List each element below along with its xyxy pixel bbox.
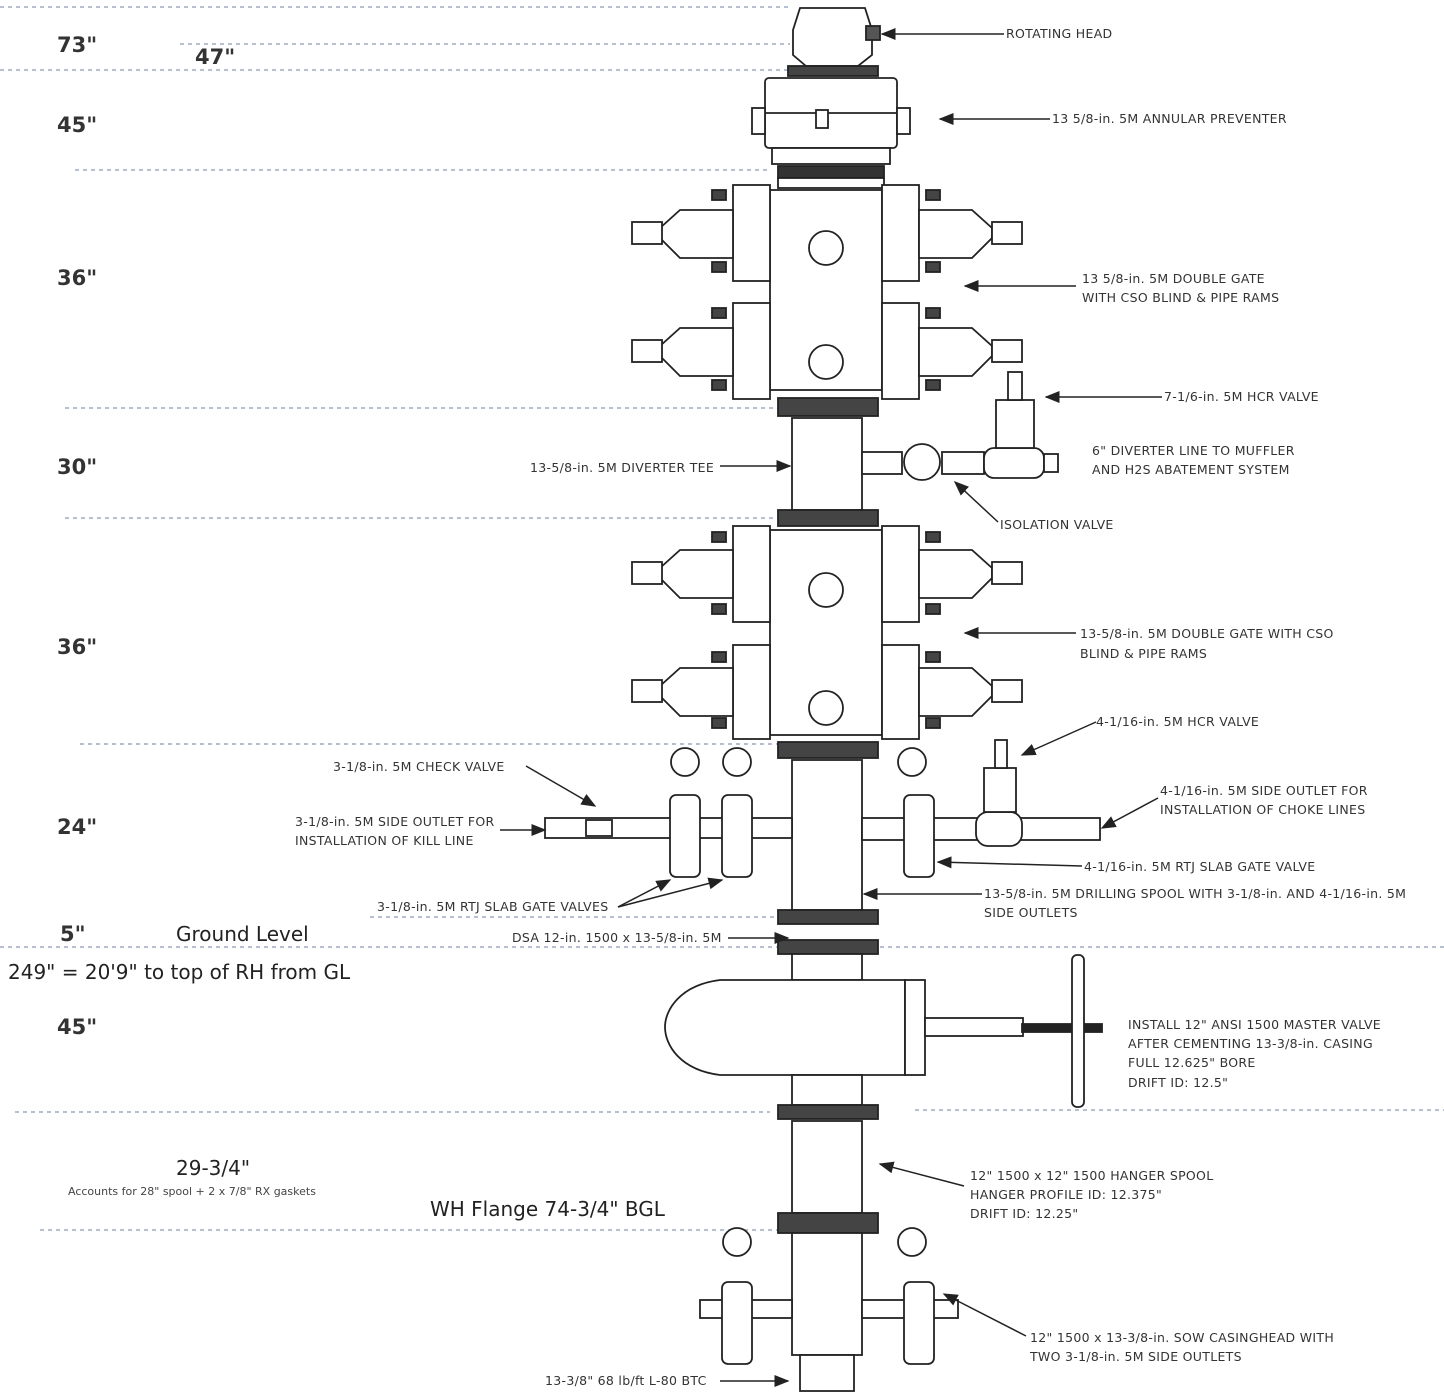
label-drilling-spool-1: 13-5/8-in. 5M DRILLING SPOOL WITH 3-1/8-… xyxy=(984,886,1406,901)
dim-36-lower: 36" xyxy=(57,635,97,659)
dim-24: 24" xyxy=(57,815,97,839)
rotating-head-body xyxy=(792,7,873,67)
label-annular-preventer: 13 5/8-in. 5M ANNULAR PREVENTER xyxy=(1052,111,1287,126)
bop-stack-drawing xyxy=(544,7,1103,1392)
label-double-gate-upper-1: 13 5/8-in. 5M DOUBLE GATE xyxy=(1082,271,1265,286)
label-kill-line-2: INSTALLATION OF KILL LINE xyxy=(295,833,474,848)
label-hcr-4: 4-1/16-in. 5M HCR VALVE xyxy=(1096,714,1259,729)
label-master-valve-1: INSTALL 12" ANSI 1500 MASTER VALVE xyxy=(1128,1017,1381,1032)
label-hanger-spool-2: HANGER PROFILE ID: 12.375" xyxy=(970,1187,1162,1202)
label-rtj-4: 4-1/16-in. 5M RTJ SLAB GATE VALVE xyxy=(1084,859,1315,874)
label-master-valve-4: DRIFT ID: 12.5" xyxy=(1128,1075,1228,1090)
label-rotating-head: ROTATING HEAD xyxy=(1006,26,1112,41)
label-isolation-valve: ISOLATION VALVE xyxy=(1000,517,1114,532)
label-choke-line-1: 4-1/16-in. 5M SIDE OUTLET FOR xyxy=(1160,783,1368,798)
label-double-gate-lower-1: 13-5/8-in. 5M DOUBLE GATE WITH CSO xyxy=(1080,626,1334,641)
dim-45-master: 45" xyxy=(57,1015,97,1039)
label-rtj-3: 3-1/8-in. 5M RTJ SLAB GATE VALVES xyxy=(377,899,608,914)
dim-47: 47" xyxy=(195,45,235,69)
label-kill-line-1: 3-1/8-in. 5M SIDE OUTLET FOR xyxy=(295,814,494,829)
wh-flange-label: WH Flange 74-3/4" BGL xyxy=(430,1197,666,1221)
dim-36-upper: 36" xyxy=(57,266,97,290)
label-casinghead-1: 12" 1500 x 13-3/8-in. SOW CASINGHEAD WIT… xyxy=(1030,1330,1334,1345)
dim-29-3-4: 29-3/4" xyxy=(176,1156,250,1180)
dim-73: 73" xyxy=(57,33,97,57)
label-hcr-7: 7-1/6-in. 5M HCR VALVE xyxy=(1164,389,1319,404)
label-hanger-spool-3: DRIFT ID: 12.25" xyxy=(970,1206,1078,1221)
dim-30: 30" xyxy=(57,455,97,479)
ground-level-label: Ground Level xyxy=(176,922,309,946)
label-drilling-spool-2: SIDE OUTLETS xyxy=(984,905,1078,920)
label-master-valve-2: AFTER CEMENTING 13-3/8-in. CASING xyxy=(1128,1036,1373,1051)
label-diverter-line-2: AND H2S ABATEMENT SYSTEM xyxy=(1092,462,1290,477)
label-double-gate-lower-2: BLIND & PIPE RAMS xyxy=(1080,646,1207,661)
label-diverter-line-1: 6" DIVERTER LINE TO MUFFLER xyxy=(1092,443,1295,458)
label-master-valve-3: FULL 12.625" BORE xyxy=(1128,1055,1256,1070)
label-check-valve: 3-1/8-in. 5M CHECK VALVE xyxy=(333,759,505,774)
label-dsa: DSA 12-in. 1500 x 13-5/8-in. 5M xyxy=(512,930,722,945)
leader-lines xyxy=(500,28,1162,1387)
dimension-lines xyxy=(0,6,1444,1231)
gasket-note: Accounts for 28" spool + 2 x 7/8" RX gas… xyxy=(68,1185,316,1198)
label-double-gate-upper-2: WITH CSO BLIND & PIPE RAMS xyxy=(1082,290,1279,305)
dim-45-annular: 45" xyxy=(57,113,97,137)
dim-5: 5" xyxy=(60,922,86,946)
label-diverter-tee: 13-5/8-in. 5M DIVERTER TEE xyxy=(530,460,714,475)
label-choke-line-2: INSTALLATION OF CHOKE LINES xyxy=(1160,802,1365,817)
label-casinghead-2: TWO 3-1/8-in. 5M SIDE OUTLETS xyxy=(1029,1349,1242,1364)
label-hanger-spool-1: 12" 1500 x 12" 1500 HANGER SPOOL xyxy=(970,1168,1213,1183)
total-height-label: 249" = 20'9" to top of RH from GL xyxy=(8,960,351,984)
label-casing: 13-3/8" 68 lb/ft L-80 BTC xyxy=(545,1373,707,1388)
